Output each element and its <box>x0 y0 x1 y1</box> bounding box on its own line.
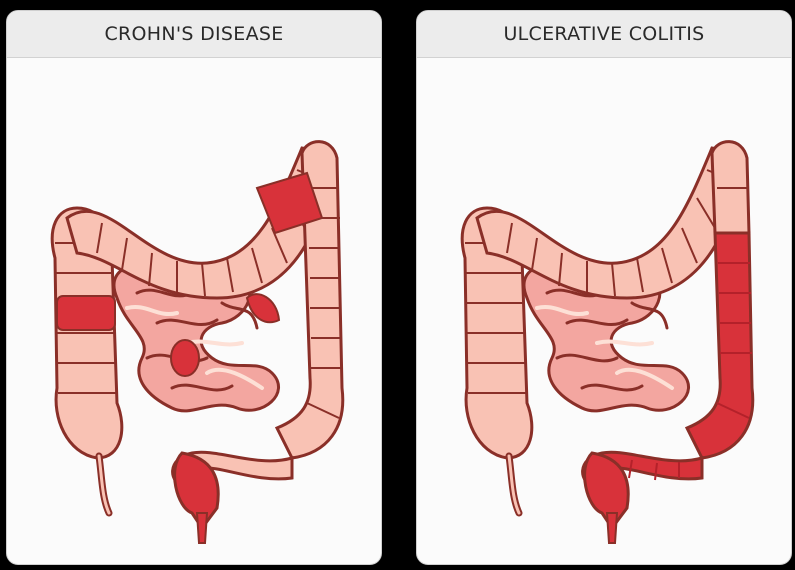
intestine-illustration-crohns <box>7 58 382 565</box>
panel-title: CROHN'S DISEASE <box>7 11 381 58</box>
panel-crohns: CROHN'S DISEASE <box>6 10 382 565</box>
intestine-illustration-ulcerative-colitis <box>417 58 792 565</box>
panel-ulcerative-colitis: ULCERATIVE COLITIS <box>416 10 792 565</box>
panel-title: ULCERATIVE COLITIS <box>417 11 791 58</box>
